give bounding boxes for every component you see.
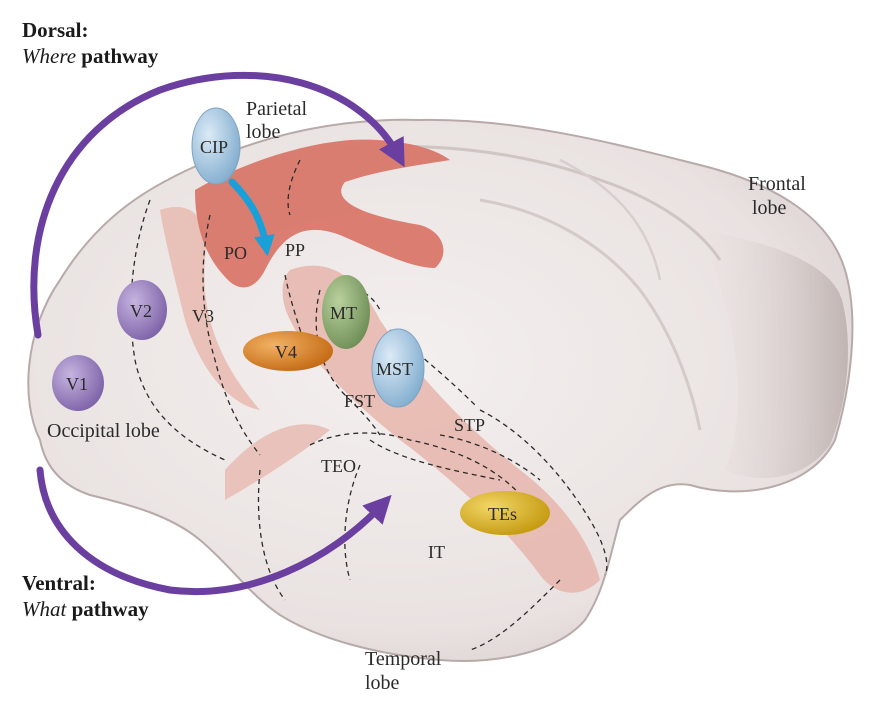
area-it-label: IT xyxy=(428,542,445,562)
parietal-lobe-label-1: Parietal xyxy=(246,98,308,120)
area-v2-label: V2 xyxy=(130,301,152,321)
dorsal-subtitle: Where pathway xyxy=(22,44,159,68)
area-cip-oval xyxy=(191,107,241,185)
cip-to-po-arrow xyxy=(228,178,275,257)
area-mst-oval xyxy=(371,328,425,408)
area-v1-label: V1 xyxy=(66,374,88,394)
occipital-lobe-label: Occipital lobe xyxy=(47,420,160,442)
temporal-lobe-label-1: Temporal xyxy=(365,648,442,670)
area-v3-label: V3 xyxy=(192,306,214,326)
area-mt-oval xyxy=(322,275,370,349)
ventral-subtitle: What pathway xyxy=(22,597,149,621)
area-stp-label: STP xyxy=(454,415,485,435)
ventral-title: Ventral: xyxy=(22,571,96,595)
area-tes-oval xyxy=(460,491,550,535)
frontal-lobe-label-1: Frontal xyxy=(748,173,806,195)
frontal-shading xyxy=(700,230,849,478)
gyrus-line-3 xyxy=(559,158,662,281)
brain-outline xyxy=(27,118,854,662)
area-v1-oval xyxy=(52,355,104,411)
area-mst-label: MST xyxy=(376,359,413,379)
area-cip-label: CIP xyxy=(200,137,228,157)
inferior-band xyxy=(225,424,330,500)
area-fst-label: FST xyxy=(344,391,375,411)
area-teo-label: TEO xyxy=(321,456,356,476)
area-po-label: PO xyxy=(224,243,247,263)
area-v4-label: V4 xyxy=(275,342,297,362)
gyrus-line-2 xyxy=(479,198,702,431)
ventral-pathway-arrow xyxy=(36,466,392,595)
temporal-lobe-label-2: lobe xyxy=(365,672,400,694)
dorsal-pathway-arrow xyxy=(30,71,405,339)
area-v4-oval xyxy=(243,331,333,371)
area-mt-label: MT xyxy=(330,303,357,323)
area-pp-label: PP xyxy=(285,240,305,260)
area-tes-label: TEs xyxy=(488,504,517,524)
lunate-sulcus-band xyxy=(160,207,260,410)
dorsal-title: Dorsal: xyxy=(22,18,89,42)
area-v2-oval xyxy=(117,280,167,340)
frontal-lobe-label-2: lobe xyxy=(752,197,787,219)
parietal-lobe-label-2: lobe xyxy=(246,121,281,143)
